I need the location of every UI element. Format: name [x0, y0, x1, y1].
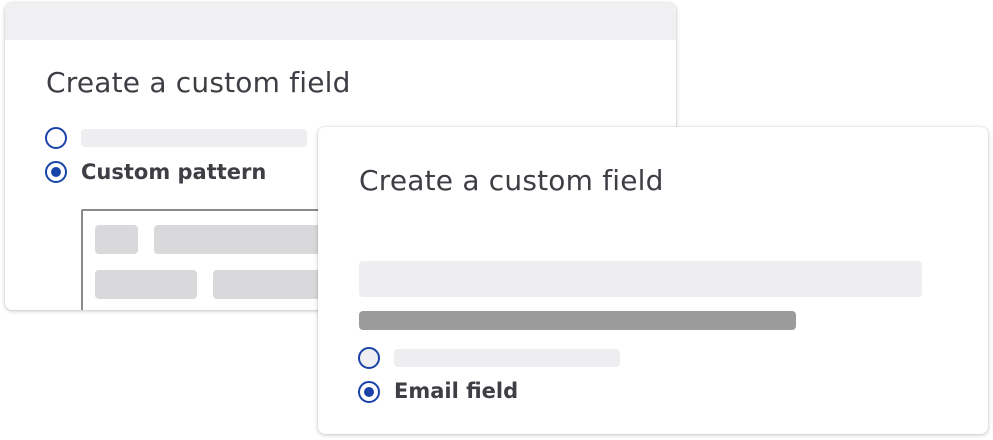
- custom-pattern-label: Custom pattern: [81, 160, 267, 184]
- option-label-placeholder: [81, 129, 307, 147]
- description-placeholder: [359, 311, 796, 330]
- radio-option-unlabeled[interactable]: [45, 127, 67, 149]
- option-label-placeholder: [394, 349, 620, 367]
- pattern-token-placeholder: [213, 270, 333, 299]
- custom-field-dialog-front: Create a custom field Email field: [318, 127, 988, 434]
- dialog-header-bar: [5, 3, 676, 40]
- pattern-token-placeholder: [154, 225, 334, 254]
- radio-email-field[interactable]: [358, 381, 380, 403]
- dialog-title: Create a custom field: [46, 66, 351, 99]
- email-field-label: Email field: [394, 379, 519, 403]
- radio-option-unlabeled[interactable]: [358, 347, 380, 369]
- radio-custom-pattern[interactable]: [45, 161, 67, 183]
- pattern-token-placeholder: [95, 225, 138, 254]
- dialog-title: Create a custom field: [359, 164, 664, 197]
- pattern-token-placeholder: [95, 270, 197, 299]
- input-placeholder[interactable]: [359, 261, 922, 297]
